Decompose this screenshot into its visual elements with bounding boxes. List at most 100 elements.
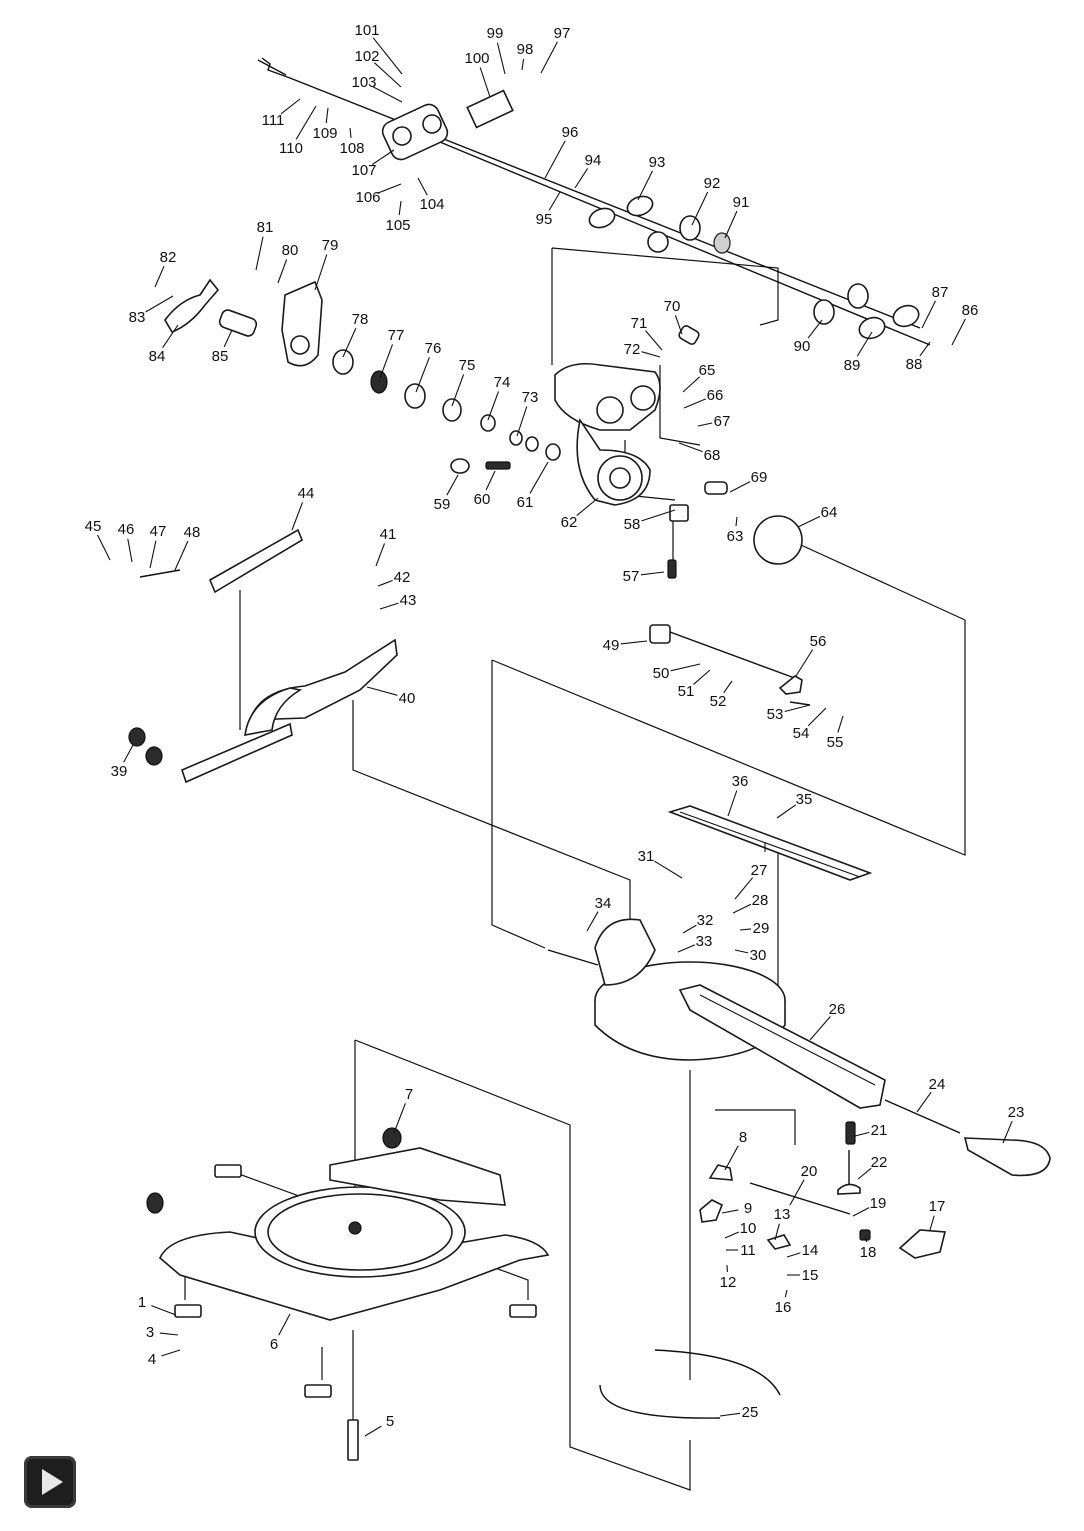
callout-leader: [951, 318, 966, 346]
bevel-lock-hardware: [699, 1164, 947, 1259]
callout-label: 77: [388, 327, 405, 344]
callout-leader: [349, 127, 352, 139]
callout-label: 101: [354, 22, 379, 39]
turntable-arm-assembly: [547, 918, 1051, 1195]
callout-label: 96: [562, 124, 579, 141]
callout-leader: [856, 331, 873, 357]
callout-leader: [540, 41, 558, 74]
callout-label: 106: [355, 189, 380, 206]
callout-leader: [123, 744, 134, 763]
assembly-frame-lines: [184, 247, 966, 1491]
callout-leader: [291, 502, 304, 531]
callout-leader: [724, 1231, 740, 1239]
callout-leader: [398, 200, 402, 216]
callout-leader: [223, 329, 233, 348]
base-assembly: [146, 1127, 781, 1461]
callout-leader: [516, 406, 528, 437]
callout-label: 56: [810, 633, 827, 650]
callout-label: 92: [704, 175, 721, 192]
callout-leader: [364, 1425, 382, 1437]
callout-leader: [325, 107, 329, 124]
callout-leader: [154, 265, 165, 288]
play-button[interactable]: [24, 1456, 76, 1508]
callout-label: 81: [257, 219, 274, 236]
play-icon: [42, 1469, 63, 1495]
callout-label: 85: [212, 348, 229, 365]
callout-label: 91: [733, 194, 750, 211]
callout-label: 34: [595, 895, 612, 912]
callout-leader: [719, 1412, 741, 1417]
callout-leader: [645, 330, 663, 351]
callout-leader: [640, 571, 665, 576]
callout-label: 73: [522, 389, 539, 406]
callout-leader: [544, 140, 566, 179]
callout-leader: [729, 481, 751, 493]
callout-leader: [415, 357, 430, 393]
callout-label: 46: [118, 521, 135, 538]
handle-lever-cluster: [164, 278, 539, 452]
callout-label: 1: [138, 1294, 146, 1311]
callout-label: 21: [871, 1122, 888, 1139]
callout-leader: [451, 374, 465, 407]
callout-label: 50: [653, 665, 670, 682]
callout-leader: [721, 1209, 739, 1214]
callout-label: 62: [561, 514, 578, 531]
callout-leader: [145, 295, 174, 313]
callout-leader: [682, 924, 697, 934]
callout-leader: [377, 183, 402, 194]
callout-label: 40: [399, 690, 416, 707]
callout-leader: [857, 1167, 872, 1180]
callout-leader: [446, 474, 459, 496]
callout-label: 39: [111, 763, 128, 780]
callout-leader: [342, 327, 357, 358]
callout-leader: [487, 391, 500, 421]
callout-label: 52: [710, 693, 727, 710]
callout-leader: [734, 949, 749, 954]
callout-leader: [921, 300, 936, 329]
callout-label: 17: [929, 1198, 946, 1215]
callout-leader: [674, 315, 683, 335]
callout-leader: [732, 903, 752, 914]
callout-leader: [151, 1305, 177, 1316]
callout-label: 61: [517, 494, 534, 511]
callout-label: 43: [400, 592, 417, 609]
callout-leader: [865, 1237, 868, 1243]
callout-leader: [127, 538, 133, 563]
callout-label: 83: [129, 309, 146, 326]
callout-label: 75: [459, 357, 476, 374]
callout-leader: [372, 37, 403, 75]
callout-leader: [277, 259, 288, 284]
callout-leader: [379, 602, 399, 610]
callout-label: 70: [664, 298, 681, 315]
callout-leader: [479, 67, 491, 98]
callout-label: 54: [793, 725, 810, 742]
callout-label: 78: [352, 311, 369, 328]
callout-leader: [574, 168, 589, 189]
callout-label: 60: [474, 491, 491, 508]
callout-leader: [784, 1289, 788, 1298]
callout-leader: [724, 1145, 739, 1171]
callout-leader: [735, 516, 738, 527]
callout-label: 87: [932, 284, 949, 301]
carriage-plate-assembly: [649, 624, 811, 706]
callout-label: 29: [753, 920, 770, 937]
callout-label: 19: [870, 1195, 887, 1212]
callout-label: 35: [796, 791, 813, 808]
callout-leader: [691, 191, 709, 226]
callout-leader: [919, 341, 931, 357]
callout-leader: [379, 344, 394, 379]
callout-label: 109: [312, 125, 337, 142]
callout-label: 28: [752, 892, 769, 909]
callout-label: 33: [696, 933, 713, 950]
callout-leader: [784, 704, 811, 713]
callout-label: 66: [707, 387, 724, 404]
callout-leader: [916, 1091, 932, 1113]
callout-leader: [734, 877, 754, 900]
callout-leader: [521, 58, 525, 71]
slide-rail-assembly: [667, 805, 873, 881]
top-shaft-assembly: [257, 57, 931, 346]
callout-leader: [809, 1016, 831, 1041]
callout-leader: [677, 944, 696, 953]
